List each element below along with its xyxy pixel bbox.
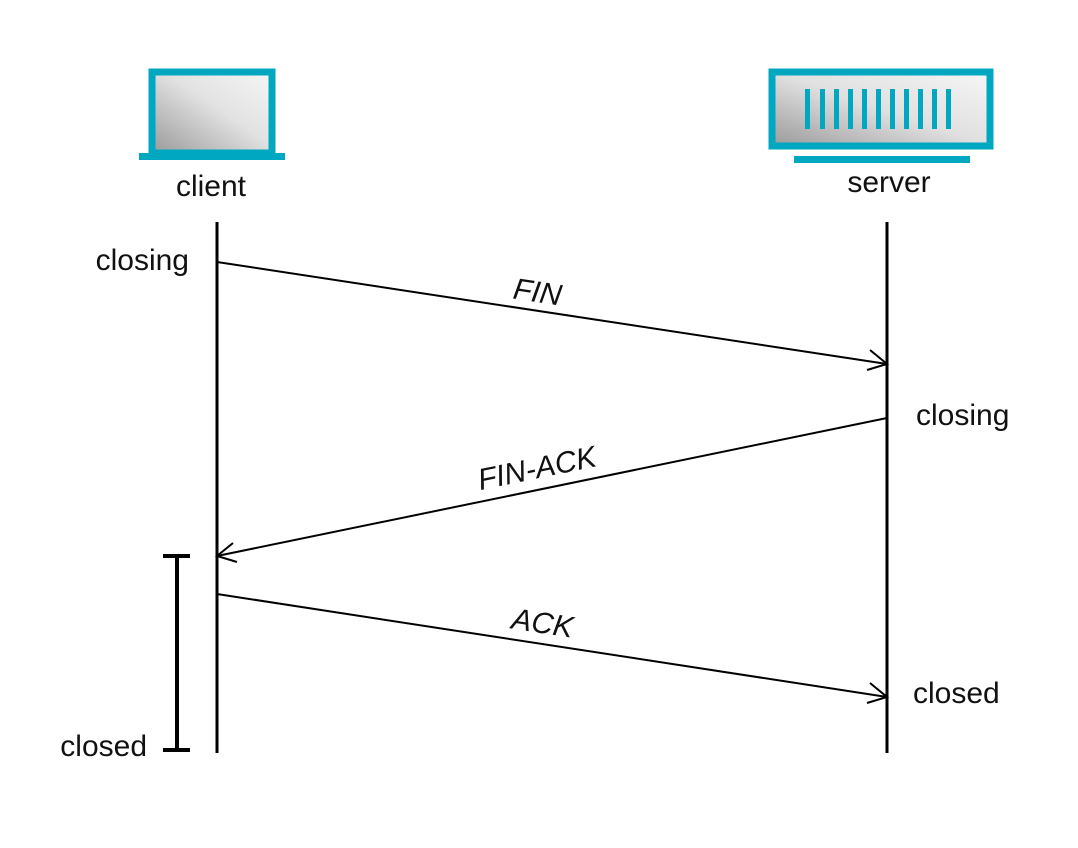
fin-label: FIN xyxy=(511,273,564,313)
ack-label: ACK xyxy=(507,602,577,645)
server-closing-state: closing xyxy=(916,399,1009,432)
client-closed-state: closed xyxy=(60,730,147,763)
fin-message: FIN xyxy=(216,261,890,371)
server-vent-slots xyxy=(805,89,951,129)
fin-ack-label: FIN-ACK xyxy=(475,440,601,497)
client-label: client xyxy=(176,170,247,203)
ack-message: ACK xyxy=(216,593,890,704)
server-closed-state: closed xyxy=(913,677,1000,710)
laptop-icon xyxy=(139,68,285,160)
client-closing-state: closing xyxy=(96,244,189,277)
server-label: server xyxy=(847,166,930,199)
wait-interval-bracket xyxy=(163,554,190,752)
fin-ack-message: FIN-ACK xyxy=(214,417,888,563)
server-icon xyxy=(768,68,994,163)
